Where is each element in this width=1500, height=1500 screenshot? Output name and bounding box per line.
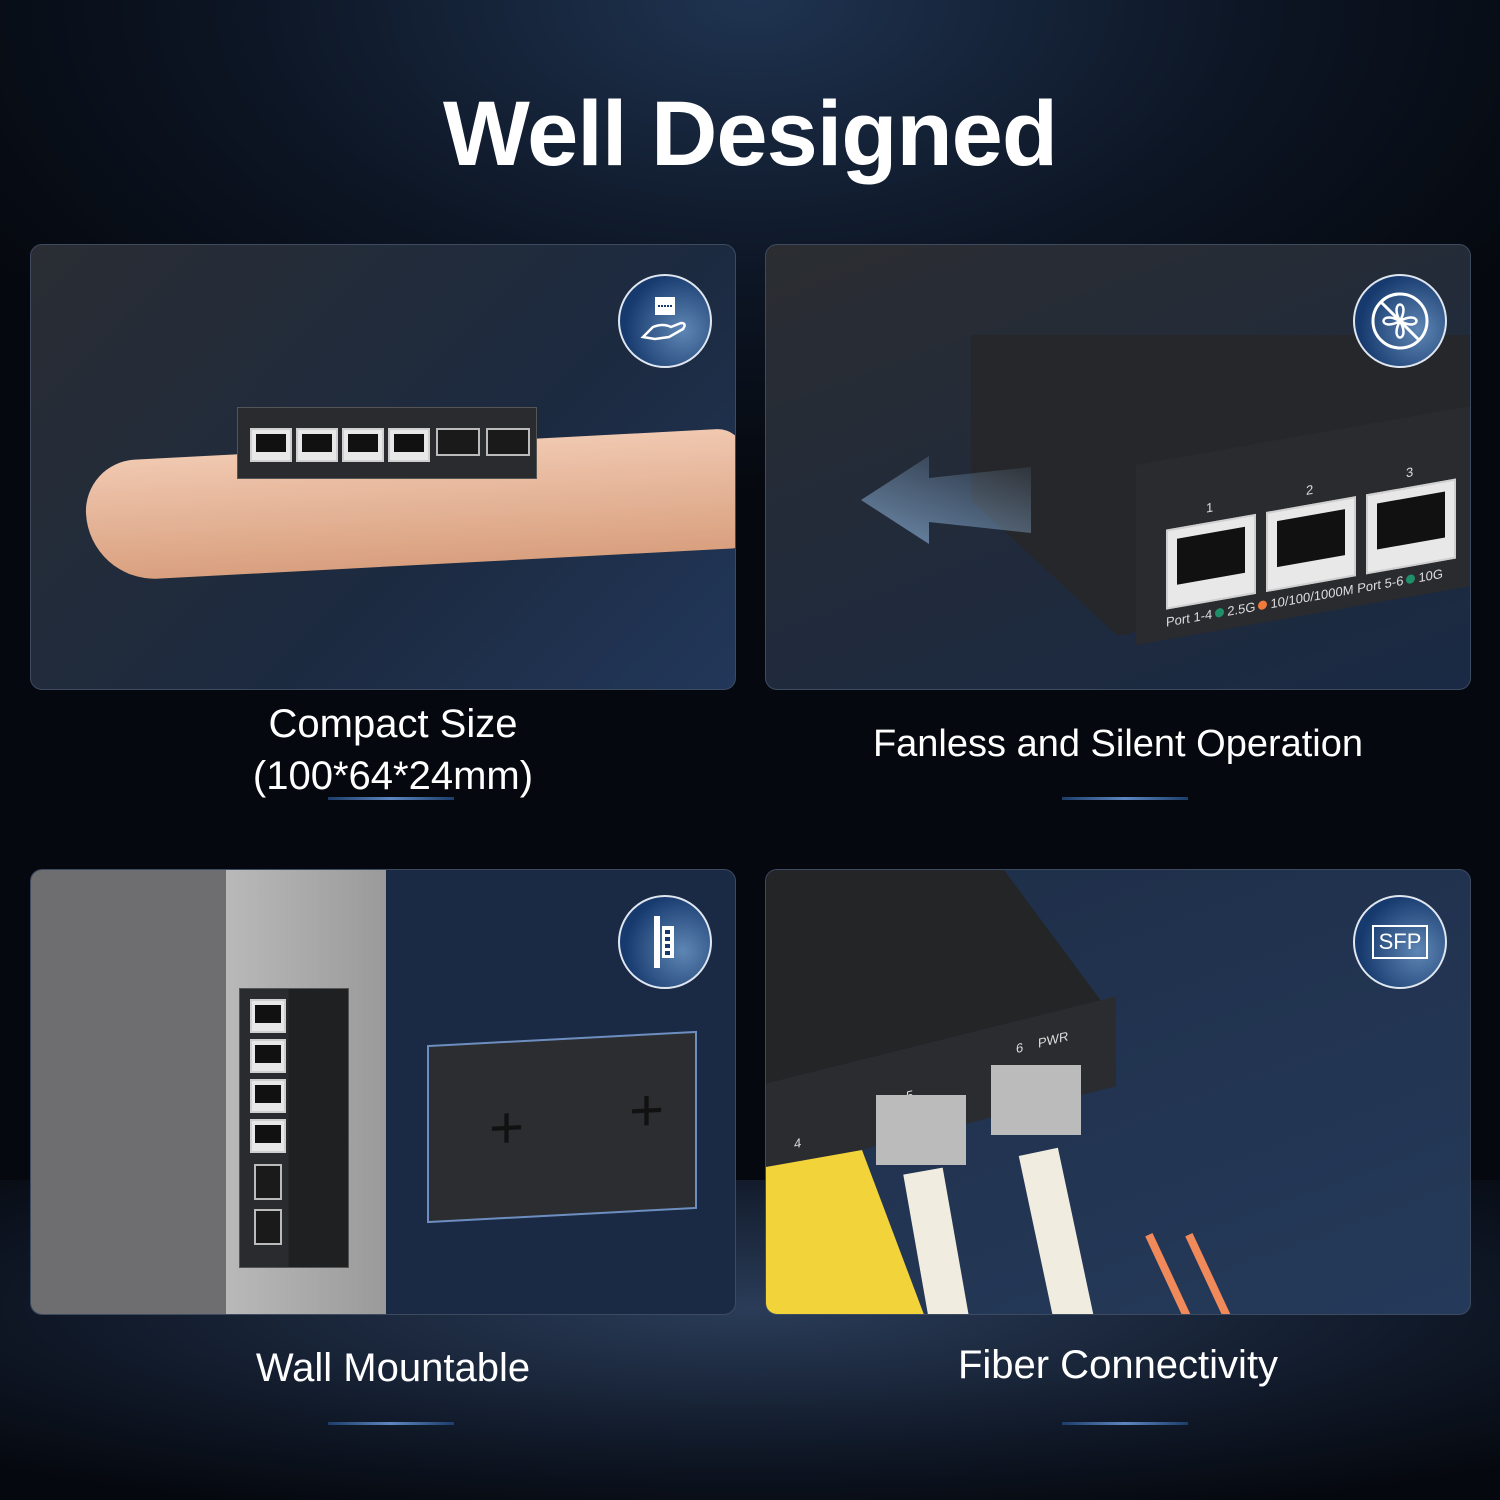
fiber-cable xyxy=(1018,1147,1094,1314)
divider xyxy=(328,1422,454,1425)
sfp-module xyxy=(876,1095,966,1165)
compact-size-panel xyxy=(30,244,736,690)
switch-bottom-image: + + xyxy=(427,1030,697,1224)
divider xyxy=(1062,797,1188,800)
wall-image xyxy=(31,870,226,1314)
wall-mount-caption: Wall Mountable xyxy=(255,1346,531,1390)
fiber-cable xyxy=(1145,1232,1195,1314)
fiber-cable xyxy=(1185,1232,1235,1314)
caption-line2: (100*64*24mm) xyxy=(252,754,534,798)
sfp-module xyxy=(991,1065,1081,1135)
wall-mount-icon xyxy=(618,895,712,989)
sfp-icon: SFP xyxy=(1353,895,1447,989)
no-fan-icon xyxy=(1353,274,1447,368)
hand-holding-device-icon xyxy=(618,274,712,368)
fiber-caption: Fiber Connectivity xyxy=(957,1343,1279,1387)
wall-mount-panel: + + xyxy=(30,869,736,1315)
page-title: Well Designed xyxy=(442,83,1058,185)
mounted-switch-image xyxy=(239,988,349,1268)
compact-size-caption: Compact Size (100*64*24mm) xyxy=(40,698,746,802)
ethernet-cable xyxy=(766,1150,926,1314)
fiber-panel: 4 5 6 PWR SFP xyxy=(765,869,1471,1315)
switch-image xyxy=(237,407,537,479)
divider xyxy=(328,797,454,800)
caption-line1: Compact Size xyxy=(268,702,518,746)
fanless-caption: Fanless and Silent Operation xyxy=(872,723,1364,765)
divider xyxy=(1062,1422,1188,1425)
